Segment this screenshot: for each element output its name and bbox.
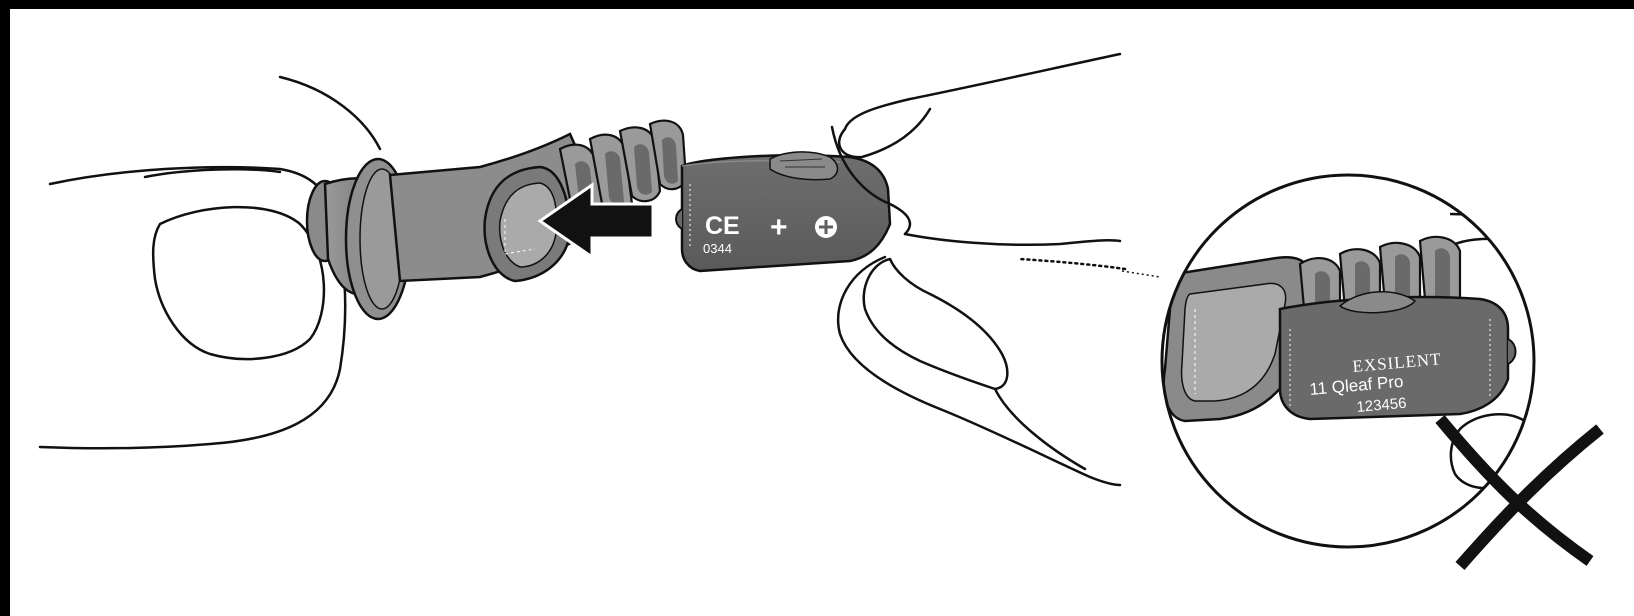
right-thumb-bottom: [838, 257, 1120, 485]
ce-number: 0344: [703, 241, 732, 256]
left-thumb-bottom-contour: [40, 209, 345, 448]
hearing-aid-device: CE 0344 +: [676, 152, 890, 271]
illustration-canvas: CE 0344 +: [10, 9, 1634, 616]
left-thumb-top-contour: [50, 167, 330, 209]
left-hand-top-contour: [280, 77, 380, 149]
right-index-top: [845, 54, 1120, 129]
right-index-nail: [839, 109, 930, 157]
right-hand: [832, 54, 1125, 485]
left-thumbnail: [153, 207, 324, 359]
ce-mark: CE: [705, 212, 740, 240]
illustration-svg: CE 0344 +: [10, 9, 1634, 616]
right-thumb-nail: [864, 259, 1008, 389]
plus-sign: +: [770, 211, 788, 244]
